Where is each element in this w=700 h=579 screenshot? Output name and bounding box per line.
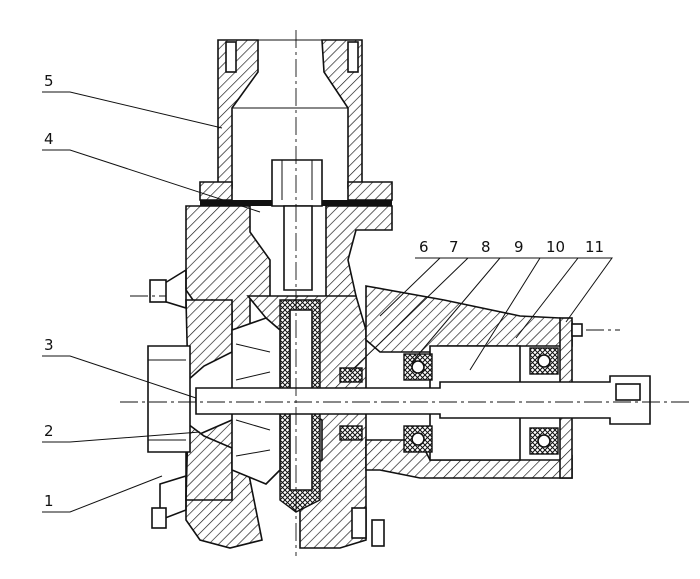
label-part-5: 5 [44,72,54,90]
label-part-4: 4 [44,130,54,148]
label-part-2: 2 [44,422,54,440]
callout-labels: 5 4 3 2 1 6 7 8 9 10 11 [44,72,604,510]
label-part-6: 6 [419,238,429,256]
label-part-11: 11 [585,238,604,256]
leader-lines [42,91,613,513]
label-part-10: 10 [546,238,565,256]
seal-packing [339,367,363,441]
label-part-8: 8 [481,238,491,256]
label-part-3: 3 [44,336,54,354]
shaft [195,375,651,425]
bearing-rear [529,347,559,455]
suction-valve [271,159,323,291]
front-cover [147,268,385,547]
label-part-1: 1 [44,492,54,510]
center-lines [120,30,690,556]
inlet-pipe-body [199,39,393,201]
bearing-housing [365,285,583,479]
label-part-9: 9 [514,238,524,256]
label-part-7: 7 [449,238,459,256]
bearing-front [403,353,433,453]
